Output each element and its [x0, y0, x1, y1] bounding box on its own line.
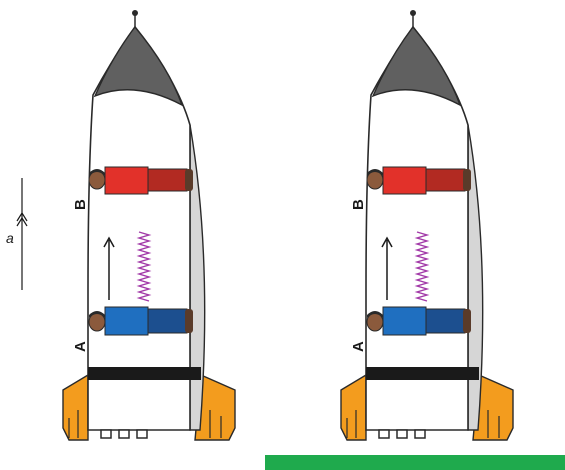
- rocket-on-ground: B A: [341, 10, 513, 440]
- label-a: A: [72, 341, 89, 352]
- acceleration-label: a: [6, 230, 14, 246]
- ground: [265, 455, 565, 470]
- rocket-accelerating: B A: [63, 10, 235, 440]
- label-b: B: [350, 199, 367, 210]
- label-a: A: [350, 341, 367, 352]
- label-b: B: [72, 199, 89, 210]
- acceleration-arrow: a: [6, 178, 27, 290]
